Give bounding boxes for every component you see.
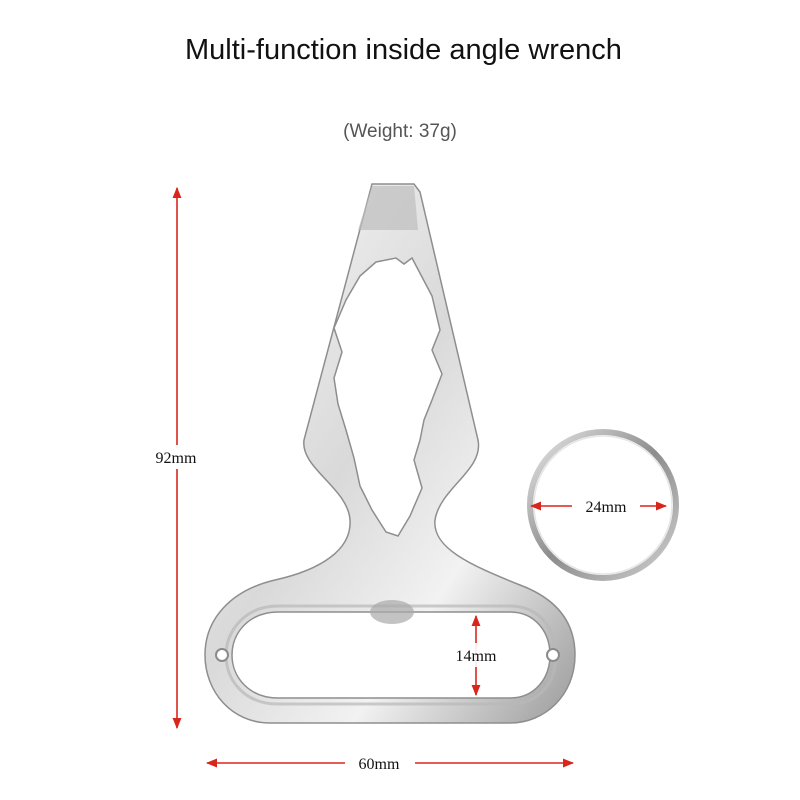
- height-label: 92mm: [156, 450, 197, 467]
- wrench-body: [204, 183, 576, 724]
- right-hole: [546, 648, 560, 662]
- product-title: Multi-function inside angle wrench: [185, 34, 622, 66]
- ring-diameter-label: 24mm: [586, 499, 627, 516]
- dimension-lines: [140, 186, 668, 775]
- left-hole: [215, 648, 229, 662]
- slot-height-label: 14mm: [456, 648, 497, 665]
- width-label: 60mm: [359, 756, 400, 773]
- product-weight: (Weight: 37g): [343, 121, 457, 142]
